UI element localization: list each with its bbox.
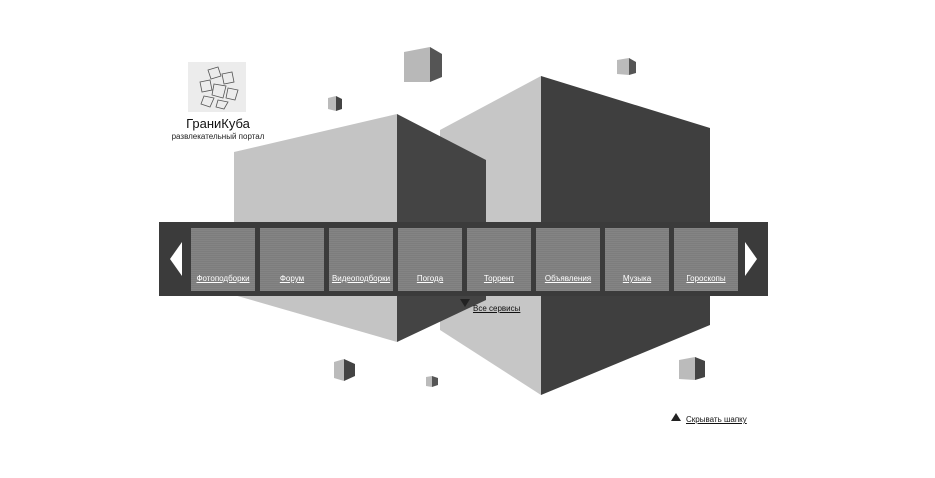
service-tile-forum[interactable]: Форум — [260, 228, 324, 291]
small-cube — [617, 58, 636, 75]
arrow-right-icon — [745, 242, 757, 276]
service-tile-label[interactable]: Видеоподборки — [331, 274, 391, 283]
small-cube — [426, 376, 438, 387]
service-tile-music[interactable]: Музыка — [605, 228, 669, 291]
small-cube — [328, 96, 342, 111]
small-cube — [679, 357, 705, 380]
small-cube — [334, 359, 355, 381]
logo[interactable] — [188, 62, 246, 112]
service-tile-label[interactable]: Объявления — [544, 274, 592, 283]
services-carousel: Фотоподборки Форум Видеоподборки Погода … — [159, 222, 768, 296]
cube-shards-icon — [199, 66, 239, 110]
service-tile-weather[interactable]: Погода — [398, 228, 462, 291]
all-services-label[interactable]: Все сервисы — [473, 304, 521, 313]
logo-title: ГраниКуба — [186, 116, 250, 131]
service-tile-label[interactable]: Погода — [416, 274, 444, 283]
carousel-tiles: Фотоподборки Форум Видеоподборки Погода … — [191, 228, 738, 291]
carousel-prev-button[interactable] — [169, 241, 183, 277]
small-cube — [404, 47, 442, 82]
carousel-next-button[interactable] — [744, 241, 758, 277]
service-tile-horoscopes[interactable]: Гороскопы — [674, 228, 738, 291]
logo-subtitle: развлекательный портал — [171, 132, 265, 141]
service-tile-ads[interactable]: Объявления — [536, 228, 600, 291]
service-tile-label[interactable]: Фотоподборки — [196, 274, 250, 283]
service-tile-label[interactable]: Музыка — [622, 274, 652, 283]
triangle-up-icon — [671, 413, 681, 421]
service-tile-label[interactable]: Гороскопы — [686, 274, 726, 283]
service-tile-label[interactable]: Торрент — [483, 274, 515, 283]
hide-header-label[interactable]: Скрывать шапку — [686, 415, 747, 424]
service-tile-label[interactable]: Форум — [279, 274, 305, 283]
service-tile-torrent[interactable]: Торрент — [467, 228, 531, 291]
triangle-down-icon — [460, 299, 470, 307]
service-tile-photos[interactable]: Фотоподборки — [191, 228, 255, 291]
service-tile-videos[interactable]: Видеоподборки — [329, 228, 393, 291]
arrow-left-icon — [170, 242, 182, 276]
